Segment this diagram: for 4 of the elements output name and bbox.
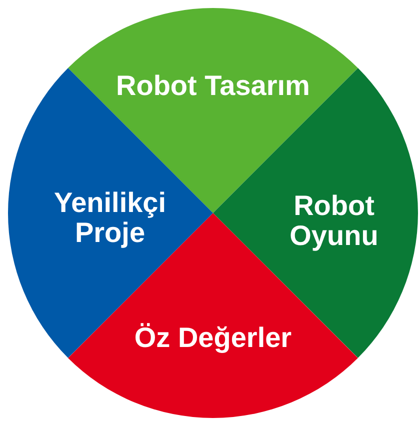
sector-label: Öz Değerler — [133, 322, 293, 354]
sector-label: Robot Tasarım — [115, 70, 311, 102]
sector-label: Robot Oyunu — [288, 190, 380, 252]
sector-label: Yenilikçi Proje — [52, 188, 168, 248]
